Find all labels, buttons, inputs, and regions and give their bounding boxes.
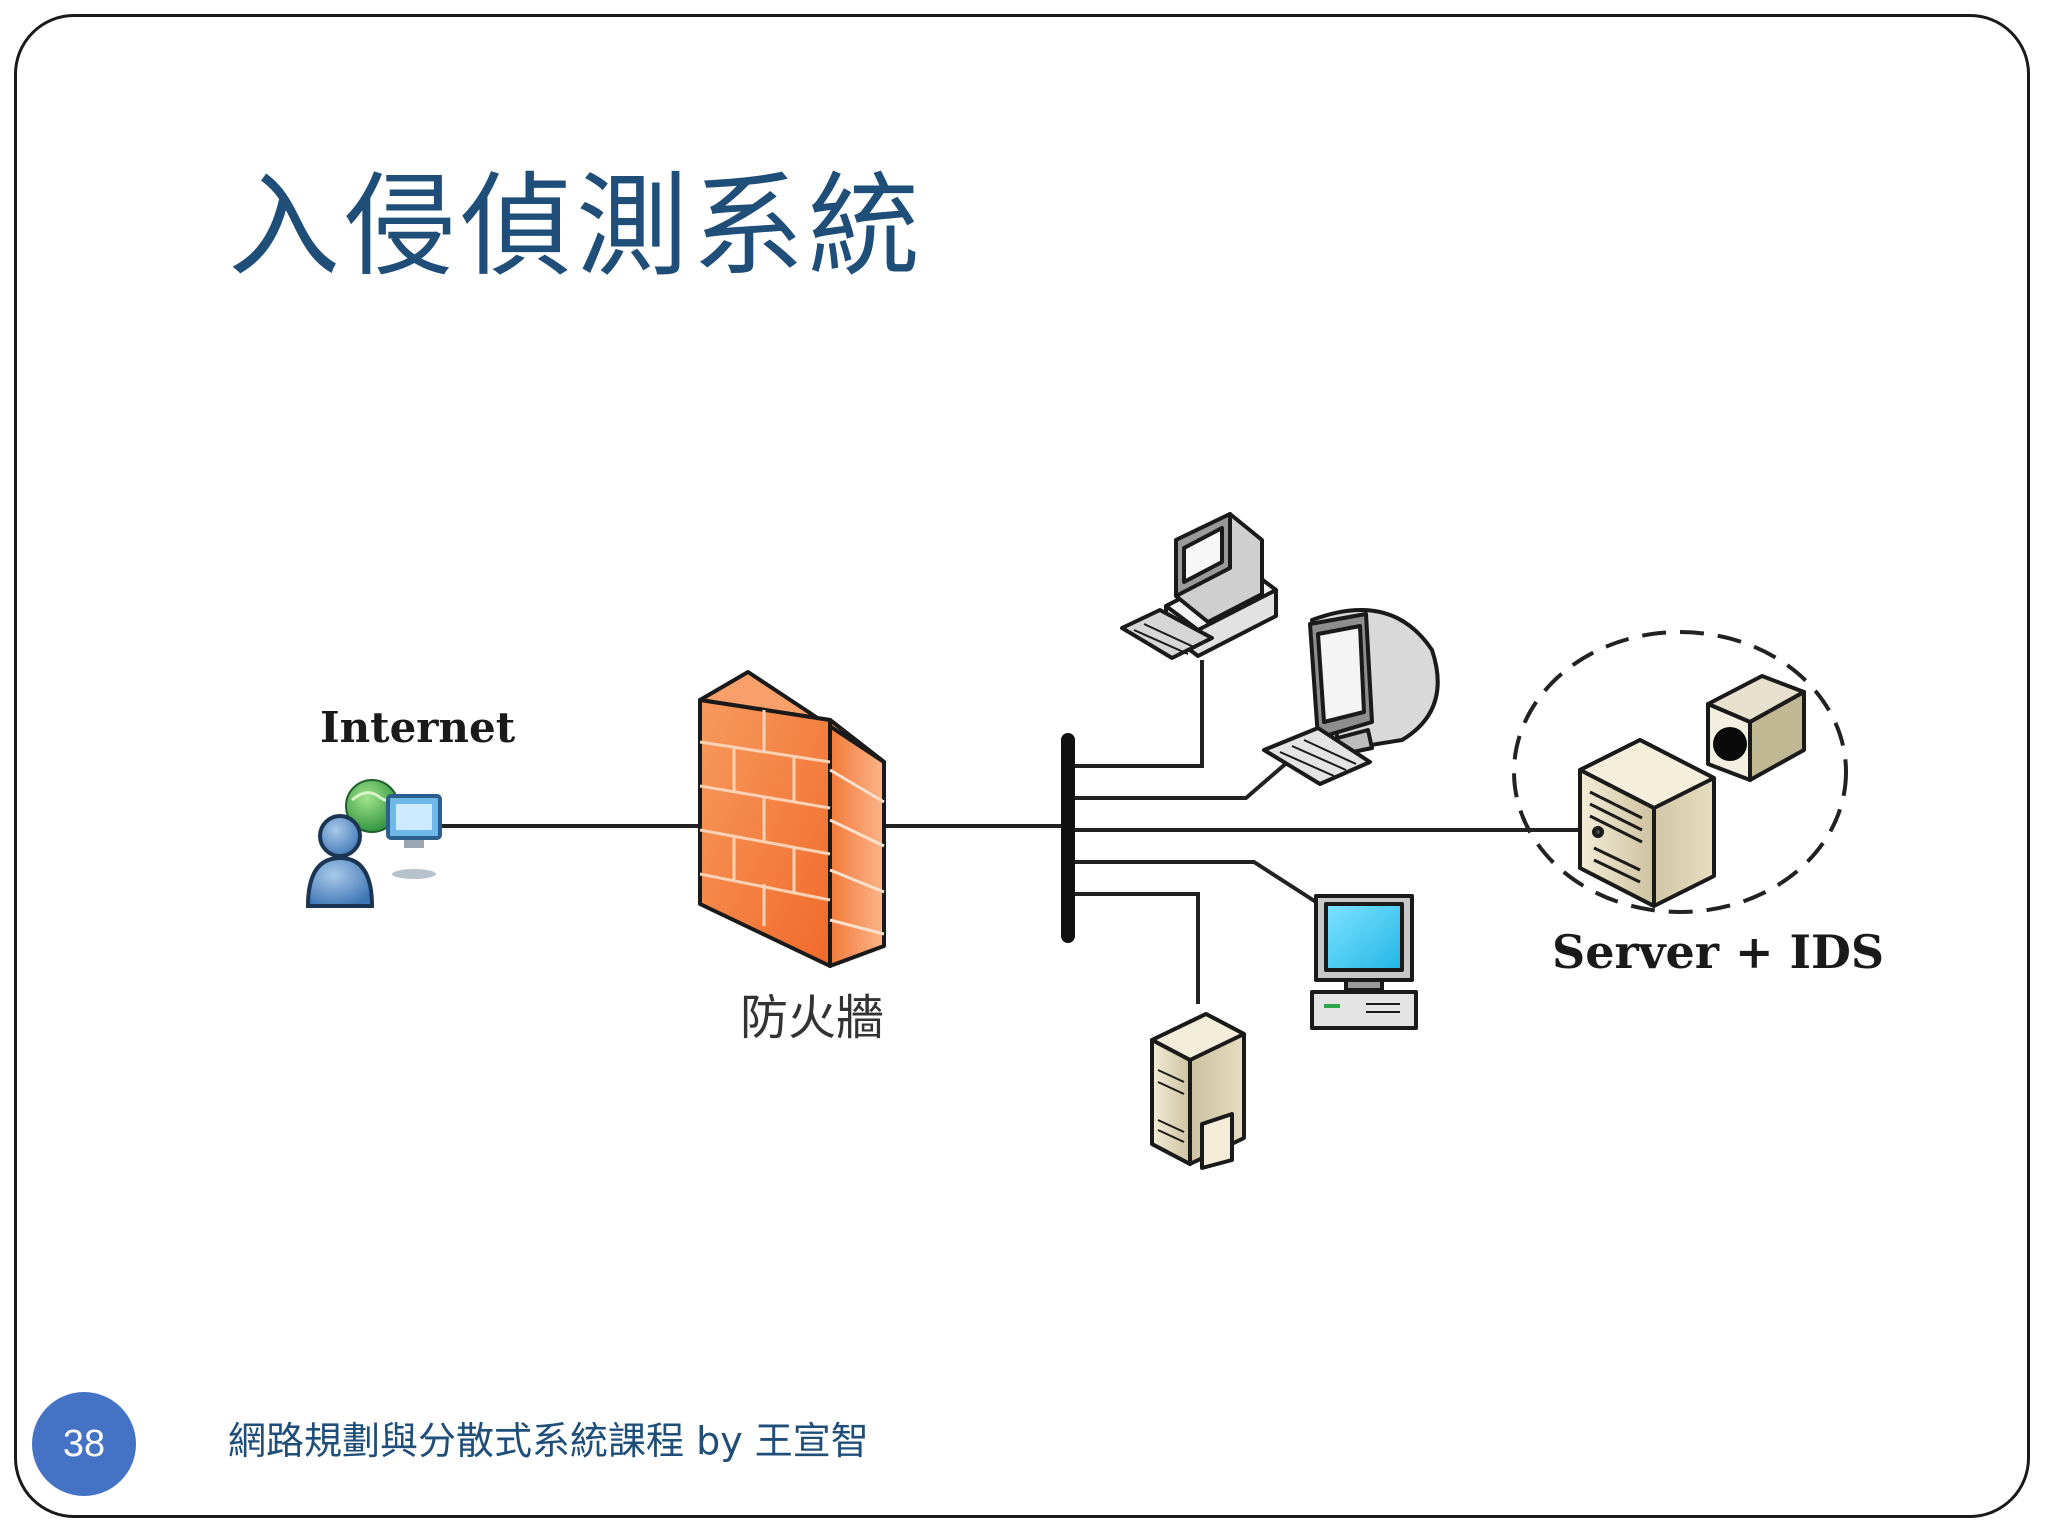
page-number-badge: 38 bbox=[32, 1392, 136, 1496]
link-backbone-imac bbox=[1068, 758, 1292, 800]
file-server-icon bbox=[1150, 1012, 1246, 1170]
slide-title: 入侵偵測系統 bbox=[228, 162, 924, 292]
internet-user-icon bbox=[305, 779, 442, 908]
connection-lines bbox=[442, 660, 1580, 1004]
imac-icon bbox=[1262, 608, 1440, 786]
link-backbone-desktop bbox=[1068, 660, 1204, 768]
link-backbone-file-server bbox=[1068, 892, 1200, 1004]
link-backbone-crt-pc bbox=[1068, 860, 1318, 904]
firewall-icon bbox=[698, 670, 886, 968]
internet-label: Internet bbox=[320, 703, 516, 752]
ids-server-icon bbox=[1578, 738, 1716, 908]
ids-boundary bbox=[1512, 630, 1848, 914]
ids-camera-icon bbox=[1706, 674, 1806, 782]
desktop-pc-icon bbox=[1120, 512, 1278, 660]
footer-text: 網路規劃與分散式系統課程 by 王宣智 bbox=[228, 1419, 869, 1463]
crt-monitor-pc-icon bbox=[1310, 894, 1418, 1030]
firewall-label: 防火牆 bbox=[740, 990, 884, 1046]
server-ids-label: Server + IDS bbox=[1552, 925, 1884, 979]
